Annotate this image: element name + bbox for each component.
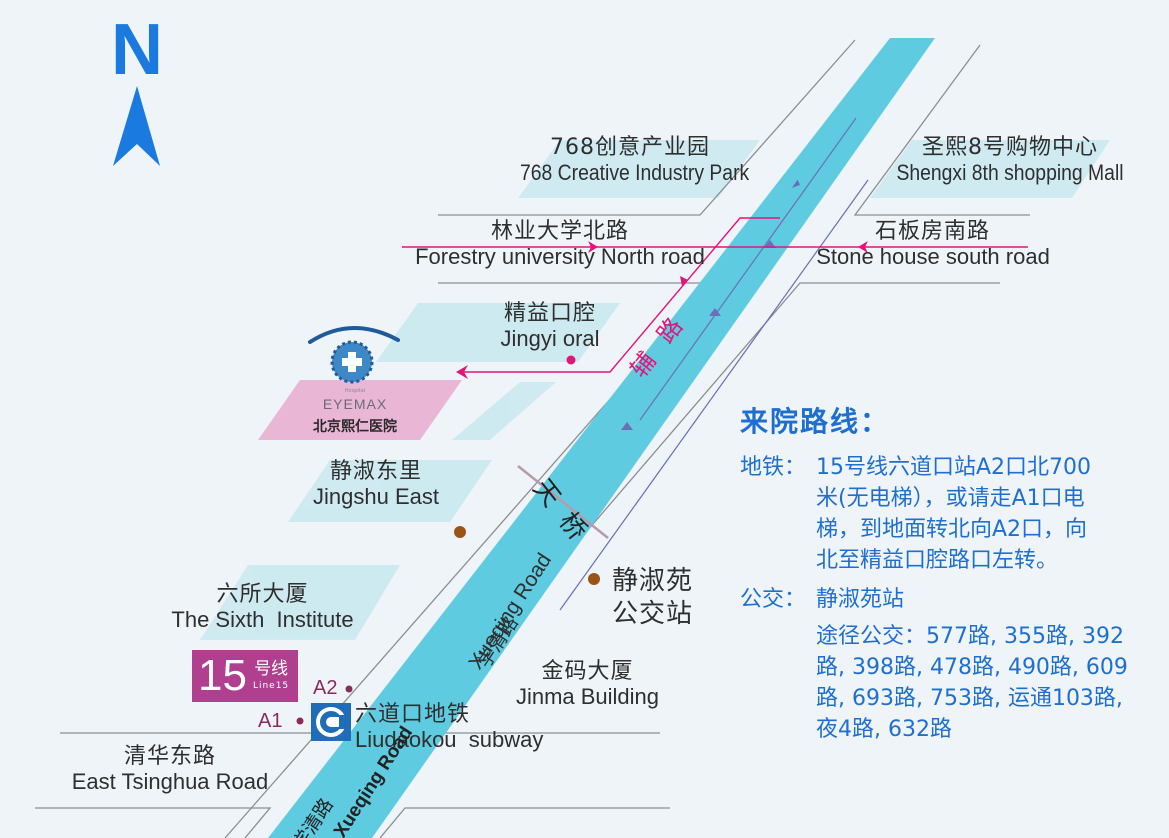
route-to-hospital [402,217,1028,373]
exit-a2-dot [345,685,353,693]
block-shengxi-mall [870,140,1110,198]
line15-badge: 15 号线 Line15 [192,650,298,702]
bus-stop-label: 静淑苑 公交站 [612,566,694,629]
landmark-sixth-institute: 六所大厦 The Sixth Institute [171,582,354,632]
landmark-jingyi-oral: 精益口腔 Jingyi oral [500,301,600,351]
bus-routes: 途径公交：577路, 355路, 392路, 398路, 478路, 490路,… [816,624,1128,742]
landmark-jinma-building: 金码大厦 Jinma Building [515,659,660,709]
exit-a2-label: A2 [313,677,338,699]
hospital-eye-arc-icon [308,326,400,344]
landmark-shengxi-mall: 圣熙8号购物中心 Shengxi 8th shopping Mall [896,135,1124,185]
road-east-tsinghua: 清华东路 East Tsinghua Road [71,744,269,794]
bus-stop-dot-west [454,526,466,538]
hospital-block [258,380,462,440]
overpass-line [517,465,609,539]
exit-a1-label: A1 [258,710,283,732]
traffic-arrows [621,179,800,430]
route-arrows [456,241,868,379]
beijing-subway-logo-icon [311,703,351,741]
bus-stop-dot-east [588,573,600,585]
traffic-lanes [559,117,869,611]
hospital-rosette-icon [330,340,374,384]
compass: N [110,10,163,90]
xueqing-road-band [268,38,935,838]
route-title: 来院路线： [740,405,891,438]
road-stone-house-south: 石板房南路 Stone house south road [816,219,1050,269]
north-arrow-icon [113,86,160,166]
landmark-768-park: 768创意产业园 768 Creative Industry Park [520,135,750,185]
hospital-logo: Hospital EYEMAX 北京熙仁医院 [300,322,410,442]
subway-directions: 地铁： 15号线六道口站A2口北700米(无电梯），或请走A1口电梯，到地面转北… [740,455,1092,573]
exit-a1-dot [296,717,304,725]
road-forestry-north: 林业大学北路 Forestry university North road [415,219,705,269]
landmark-liudaokou-subway: 六道口地铁 Liudaokou subway [355,702,544,752]
building-blocks [200,140,1110,640]
jingyi-oral-dot [566,355,576,365]
block-768-park [518,140,760,198]
landmark-jingshu-east: 静淑东里 Jingshu East [313,459,439,509]
block-sixth-institute [200,565,400,640]
block-jingshu-east [288,460,492,522]
block-small [452,382,556,440]
hospital-brand: EYEMAX [322,396,388,412]
hospital-name: 北京熙仁医院 [313,419,397,435]
route-directions-panel: 来院路线： 地铁： 15号线六道口站A2口北700米(无电梯），或请走A1口电梯… [740,400,1160,745]
north-label: N [111,10,163,90]
block-jingyi-oral [376,303,620,362]
bus-directions: 公交： 静淑苑站 [740,587,905,612]
